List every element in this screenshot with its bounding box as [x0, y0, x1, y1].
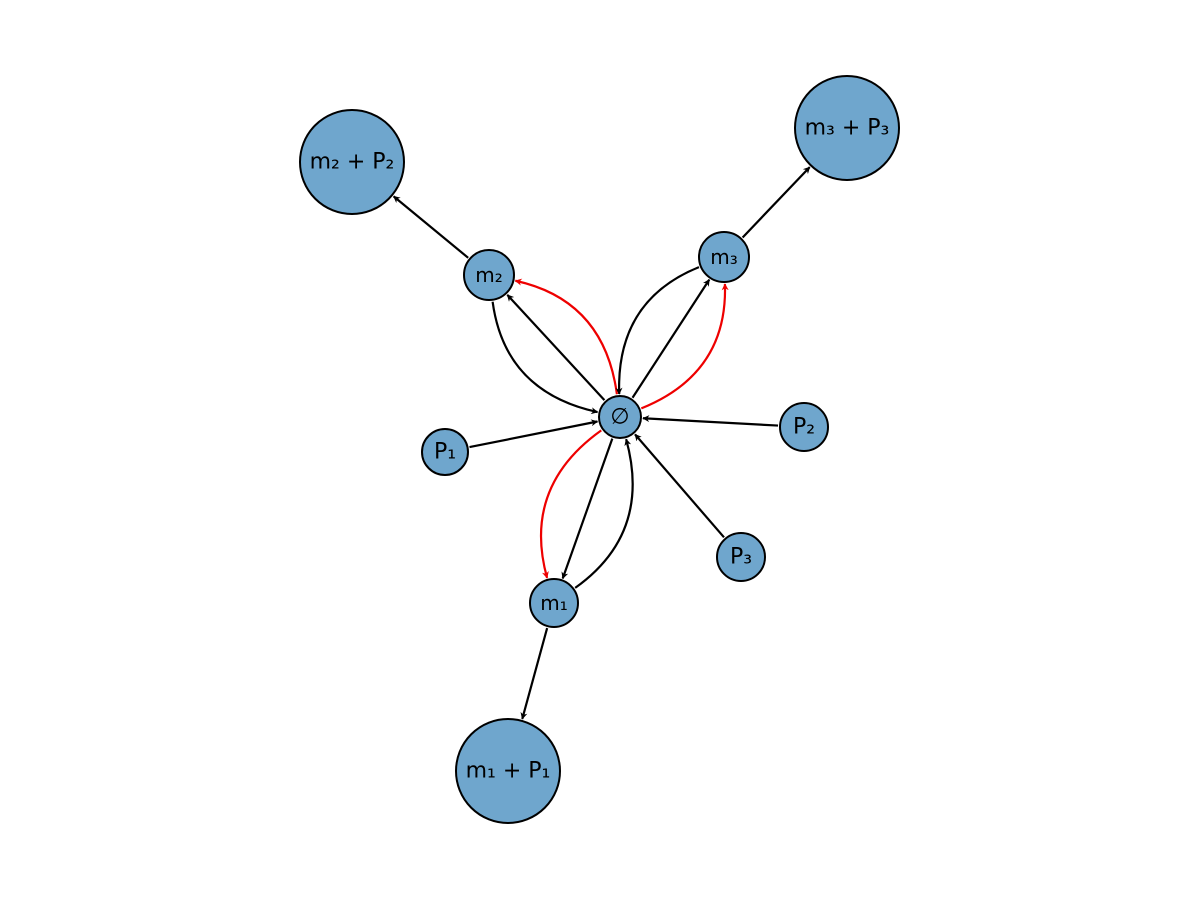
edge-empty-to-m2	[506, 294, 606, 401]
edge-m3-to-m3P3	[741, 166, 811, 239]
node-m1P1-label: m₁ + P₁	[466, 759, 551, 784]
node-m2P2-circle	[299, 109, 405, 215]
edge-empty-to-m3	[631, 279, 711, 399]
node-m3-label: m₃	[710, 245, 738, 269]
node-m3: m₃	[698, 231, 750, 283]
node-P1-label: P₁	[434, 440, 456, 465]
node-m2: m₂	[463, 249, 515, 301]
edge-m2-to-empty	[491, 301, 599, 415]
edge-m2-to-m2P2	[392, 195, 469, 259]
node-P3-label: P₃	[730, 545, 752, 570]
node-P3-circle	[716, 532, 766, 582]
node-m2P2-label: m₂ + P₂	[310, 150, 395, 175]
node-m2-label: m₂	[475, 263, 503, 287]
node-P2-circle	[779, 402, 829, 452]
edge-P1-to-empty	[469, 419, 599, 449]
nodes-layer: ∅ m₁ m₂ m₃ P₁ P₂ P₃ m₁ + P₁ m₂ + P₂ m₃ + P₃	[299, 75, 900, 824]
node-m1-label: m₁	[540, 591, 568, 615]
node-P2: P₂	[779, 402, 829, 452]
node-m2P2: m₂ + P₂	[299, 109, 405, 215]
node-empty-circle	[598, 395, 642, 439]
edge-empty-to-m1-red	[539, 429, 602, 579]
edge-empty-to-m3-red	[640, 283, 729, 410]
node-P2-label: P₂	[793, 415, 815, 440]
edge-P2-to-empty	[642, 415, 779, 427]
edge-empty-to-m2-red	[514, 278, 619, 395]
node-m1: m₁	[529, 578, 579, 628]
edge-empty-to-m1	[561, 438, 614, 580]
edges-layer	[392, 166, 811, 720]
node-m1P1-circle	[455, 718, 561, 824]
node-P1-circle	[421, 428, 469, 476]
node-m3P3: m₃ + P₃	[794, 75, 900, 181]
edge-m3-to-empty	[615, 266, 700, 395]
edge-m1-to-empty	[574, 438, 634, 589]
edge-P3-to-empty	[634, 433, 725, 539]
node-m3P3-label: m₃ + P₃	[805, 116, 890, 141]
node-m1-circle	[529, 578, 579, 628]
edge-m1-to-m1P1	[520, 627, 549, 720]
node-P1: P₁	[421, 428, 469, 476]
node-m3-circle	[698, 231, 750, 283]
node-empty: ∅	[598, 395, 642, 439]
node-empty-label: ∅	[610, 405, 629, 430]
node-m3P3-circle	[794, 75, 900, 181]
node-m1P1: m₁ + P₁	[455, 718, 561, 824]
node-m2-circle	[463, 249, 515, 301]
node-P3: P₃	[716, 532, 766, 582]
